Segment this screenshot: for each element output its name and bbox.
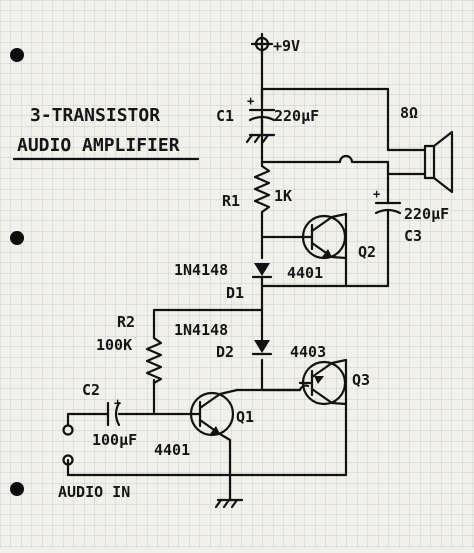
speaker-icon [423,130,454,194]
capacitor-c3: + [373,187,402,224]
ground-symbol [214,498,244,509]
title-line-2: AUDIO AMPLIFIER [17,135,180,156]
c3-value: 220µF [404,205,449,223]
input-label: AUDIO IN [58,483,130,501]
d2-ref: D2 [216,343,234,361]
binder-hole [10,48,24,62]
diode-d1 [251,263,273,279]
q1-part: 4401 [154,441,190,459]
c3-ref: C3 [404,227,422,245]
diode-d2 [251,340,273,356]
capacitor-c1: + [245,94,276,144]
transistor-q1-symbol [188,388,239,477]
c1-value: 220µF [274,107,319,125]
input-terminal-ground[interactable] [62,454,74,466]
q3-part: 4403 [290,343,326,361]
r2-value: 100K [96,336,132,354]
supply-label: +9V [273,37,300,55]
binder-hole [10,482,24,496]
c1-ref: C1 [216,107,234,125]
svg-text:+: + [114,396,121,410]
r1-value: 1K [274,187,292,205]
q1-ref: Q1 [236,408,254,426]
d1-ref: D1 [226,284,244,302]
transistor-q3-symbol [298,358,348,406]
r2-ref: R2 [117,313,135,331]
c2-value: 100µF [92,431,137,449]
c2-ref: C2 [82,381,100,399]
capacitor-c2: + [106,396,129,427]
wiring [66,48,427,502]
d1-part: 1N4148 [174,261,228,279]
r1-ref: R1 [222,192,240,210]
resistor-r1 [253,164,271,219]
title-line-1: 3-TRANSISTOR [30,105,160,126]
q2-part: 4401 [287,264,323,282]
speaker-value: 8Ω [400,104,418,122]
transistor-q2-symbol [298,212,348,260]
input-lead [66,412,72,427]
svg-text:+: + [373,187,380,201]
d2-part: 1N4148 [174,321,228,339]
binder-hole [10,231,24,245]
svg-text:+: + [247,94,254,108]
q3-ref: Q3 [352,371,370,389]
q2-ref: Q2 [358,243,376,261]
resistor-r2 [145,336,163,385]
